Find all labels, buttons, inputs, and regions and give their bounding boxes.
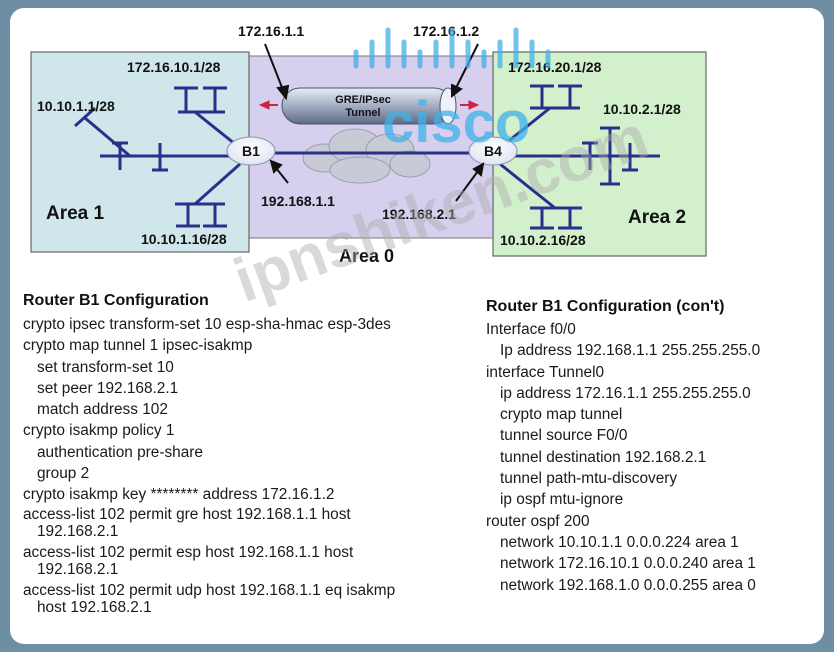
config-line: crypto map tunnel bbox=[500, 406, 623, 424]
net-10-10-1-1: 10.10.1.1/28 bbox=[37, 98, 115, 114]
config-line: 192.168.2.1 bbox=[37, 522, 119, 540]
config-line: network 172.16.10.1 0.0.0.240 area 1 bbox=[500, 555, 756, 573]
config-line: access-list 102 permit esp host 192.168.… bbox=[23, 543, 354, 561]
config-line: authentication pre-share bbox=[37, 443, 203, 461]
config-line: group 2 bbox=[37, 465, 90, 483]
area0-label: Area 0 bbox=[339, 246, 394, 266]
config-line: set peer 192.168.2.1 bbox=[37, 379, 179, 397]
config-line: crypto ipsec transform-set 10 esp-sha-hm… bbox=[23, 316, 391, 333]
config-line: ip address 172.16.1.1 255.255.255.0 bbox=[500, 384, 751, 402]
config-line: Interface f0/0 bbox=[486, 321, 576, 338]
gre-tunnel: GRE/IPsec Tunnel bbox=[281, 87, 457, 125]
config-left: crypto ipsec transform-set 10 esp-sha-hm… bbox=[23, 314, 493, 616]
config-line: 192.168.2.1 bbox=[37, 560, 119, 578]
config-line: tunnel destination 192.168.2.1 bbox=[500, 448, 707, 466]
lan-area1 bbox=[73, 86, 241, 228]
router-b4-label: B4 bbox=[484, 143, 502, 159]
tunnel-label-line1: GRE/IPsec bbox=[335, 94, 391, 106]
config-line: Ip address 192.168.1.1 255.255.255.0 bbox=[500, 342, 761, 360]
net-10-10-2-1: 10.10.2.1/28 bbox=[603, 101, 681, 117]
net-10-10-2-16: 10.10.2.16/28 bbox=[500, 232, 586, 248]
net-10-10-1-16: 10.10.1.16/28 bbox=[141, 231, 227, 247]
content-panel: GRE/IPsec Tunnel bbox=[10, 8, 824, 644]
router-b1-label: B1 bbox=[242, 143, 260, 159]
net-172-16-20: 172.16.20.1/28 bbox=[508, 59, 602, 75]
area1-label: Area 1 bbox=[46, 203, 105, 224]
config-line: access-list 102 permit udp host 192.168.… bbox=[23, 581, 396, 599]
config-line: network 192.168.1.0 0.0.0.255 area 0 bbox=[500, 576, 756, 594]
config-line: match address 102 bbox=[37, 401, 168, 419]
net-172-16-10: 172.16.10.1/28 bbox=[127, 59, 221, 75]
config-line: host 192.168.2.1 bbox=[37, 598, 152, 616]
area1-region bbox=[30, 51, 250, 253]
area2-region bbox=[492, 51, 707, 257]
config-line: set transform-set 10 bbox=[37, 358, 174, 376]
config-line: crypto map tunnel 1 ipsec-isakmp bbox=[23, 337, 253, 355]
config-right-title: Router B1 Configuration (con't) bbox=[486, 298, 725, 315]
config-line: tunnel source F0/0 bbox=[500, 427, 628, 445]
config-right: Interface f0/0 Ip address 192.168.1.1 25… bbox=[486, 319, 816, 596]
network-diagram: GRE/IPsec Tunnel bbox=[30, 23, 707, 266]
config-line: router ospf 200 bbox=[486, 512, 590, 530]
area2-label: Area 2 bbox=[628, 207, 686, 228]
ip-b1-wan: 192.168.1.1 bbox=[261, 193, 335, 209]
tunnel-arrow-left bbox=[258, 100, 278, 110]
router-b4-icon bbox=[468, 136, 518, 166]
config-line: crypto isakmp key ******** address 172.1… bbox=[23, 486, 335, 504]
tunnel-label-line2: Tunnel bbox=[345, 107, 380, 119]
ip-b4-wan: 192.168.2.1 bbox=[382, 206, 456, 222]
config-line: access-list 102 permit gre host 192.168.… bbox=[23, 505, 351, 523]
config-left-title: Router B1 Configuration bbox=[23, 292, 209, 309]
config-line: crypto isakmp policy 1 bbox=[23, 422, 175, 440]
config-line: network 10.10.1.1 0.0.0.224 area 1 bbox=[500, 533, 739, 551]
tunnel-arrow-right bbox=[460, 100, 480, 110]
cisco-watermark: cisco bbox=[382, 90, 530, 155]
config-line: tunnel path-mtu-discovery bbox=[500, 470, 678, 488]
cisco-watermark-bars bbox=[353, 27, 551, 69]
config-line: interface Tunnel0 bbox=[486, 363, 605, 381]
config-line: ip ospf mtu-ignore bbox=[500, 491, 624, 509]
router-b1-icon bbox=[226, 136, 276, 166]
lan-area2 bbox=[499, 84, 660, 230]
ip-tunnel-b4: 172.16.1.2 bbox=[413, 23, 479, 39]
ip-tunnel-b1: 172.16.1.1 bbox=[238, 23, 304, 39]
